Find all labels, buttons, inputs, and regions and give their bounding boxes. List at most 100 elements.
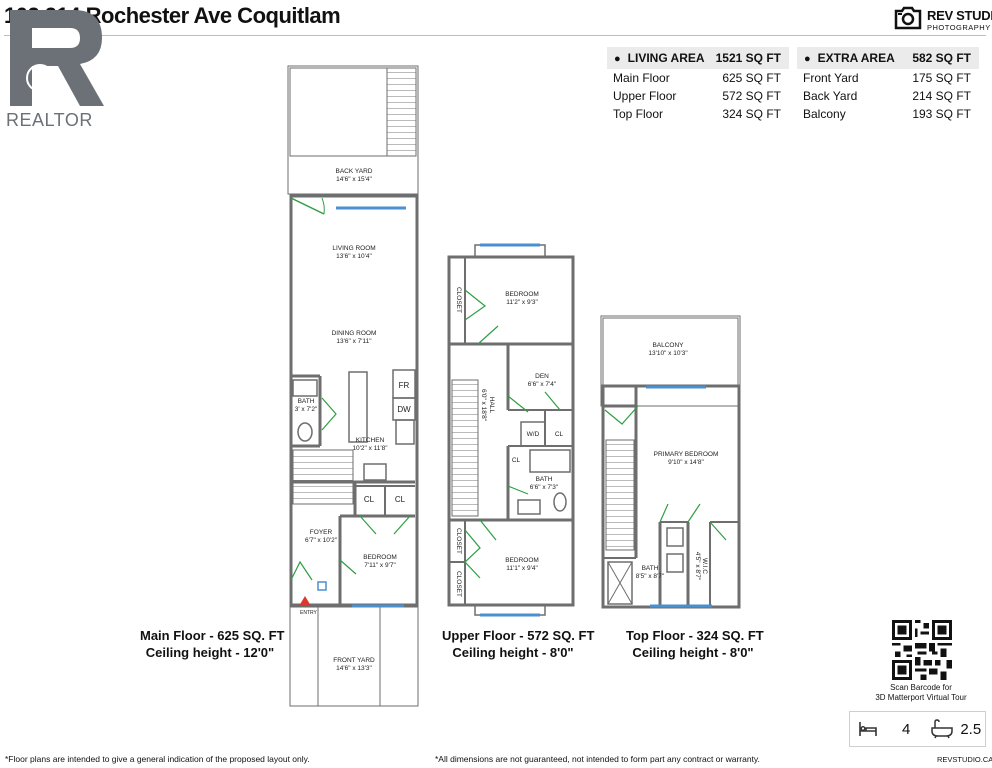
- main-floor-labels: BACK YARD 14'6" x 15'4" LIVING ROOM 13'6…: [295, 168, 411, 672]
- main-stairs: [292, 449, 354, 505]
- qr-caption: Scan Barcode for 3D Matterport Virtual T…: [875, 683, 967, 702]
- back-stairs: [386, 67, 417, 157]
- brand-name: REV STUDIO: [927, 8, 992, 23]
- room-label: DEN: [535, 373, 549, 380]
- upper-stairs: [451, 379, 479, 517]
- front-yard-area: [317, 603, 381, 707]
- room-dims: 7'11" x 9'7": [364, 562, 396, 569]
- dishwasher-label: DW: [397, 405, 411, 414]
- room-label: BALCONY: [652, 342, 684, 349]
- room-label: BACK YARD: [336, 168, 373, 175]
- qr-code-icon[interactable]: [892, 620, 952, 680]
- top-floor-plan: [600, 315, 741, 609]
- compass-north: N: [36, 98, 43, 109]
- toilet: [297, 422, 313, 442]
- room-dims: 13'6" x 7'11": [336, 338, 372, 345]
- room-label: BATH: [642, 565, 659, 572]
- stove: [363, 463, 387, 481]
- room-dims: 14'6" x 15'4": [336, 176, 372, 183]
- room-dims: 6'0" x 18'8": [480, 389, 487, 422]
- sink: [666, 527, 684, 547]
- bath-count: 2.5: [960, 720, 982, 738]
- upper-floor-plan: [447, 243, 575, 617]
- washer-dryer-label: W/D: [527, 431, 540, 438]
- realtor-logo: N REALTOR: [6, 6, 116, 132]
- bathtub-icon: [931, 719, 954, 739]
- closet-label: CL: [395, 495, 406, 504]
- room-label: BEDROOM: [505, 291, 539, 298]
- camera-icon: [894, 6, 922, 30]
- entry-marker: [299, 596, 311, 606]
- realtor-wordmark: REALTOR: [6, 110, 93, 130]
- entry-label: ENTRY: [300, 610, 318, 616]
- sink: [666, 553, 684, 573]
- main-floor-plan: [287, 65, 419, 707]
- room-label: HALL: [488, 397, 495, 414]
- room-dims: 6'6" x 7'4": [528, 381, 557, 388]
- beds-baths-summary: 4 2.5: [849, 711, 986, 747]
- header-divider: [4, 35, 986, 36]
- brand-logo: REV STUDIO PHOTOGRAPHY: [893, 5, 992, 33]
- room-label: FOYER: [310, 529, 333, 536]
- kitchen-sink: [395, 419, 415, 445]
- footer-website[interactable]: REVSTUDIO.CA: [937, 755, 992, 764]
- kitchen-island: [348, 371, 368, 443]
- compass-icon: [26, 64, 54, 92]
- room-dims: 13'6" x 10'4": [336, 253, 372, 260]
- upper-floor-labels: BEDROOM 11'2" x 9'3" CLOSET DEN 6'6" x 7…: [455, 287, 564, 597]
- room-label: DINING ROOM: [332, 330, 377, 337]
- top-floor-labels: BALCONY 13'10" x 10'3" PRIMARY BEDROOM 9…: [636, 342, 719, 581]
- room-label: W.I.C: [701, 558, 708, 574]
- balcony-area: [600, 315, 741, 407]
- room-label: BATH: [536, 476, 553, 483]
- room-label: FRONT YARD: [333, 657, 375, 664]
- top-stairs: [605, 439, 635, 551]
- room-dims: 13'10" x 10'3": [648, 350, 688, 357]
- room-dims: 4'5" x 8'7": [694, 552, 701, 581]
- room-dims: 11'2" x 9'3": [506, 299, 538, 306]
- room-dims: 10'2" x 11'8": [352, 445, 388, 452]
- closet-label: CLOSET: [455, 528, 462, 554]
- bay-window: [474, 244, 546, 258]
- footer-disclaimer-left: *Floor plans are intended to give a gene…: [5, 754, 310, 764]
- sink: [292, 379, 318, 397]
- room-label: BATH: [298, 398, 315, 405]
- living-area-header: ●LIVING AREA 1521 SQ FT: [607, 47, 789, 69]
- closet-label: CL: [555, 431, 564, 438]
- room-dims: 11'1" x 9'4": [506, 565, 538, 572]
- room-label: KITCHEN: [356, 437, 385, 444]
- room-dims: 6'6" x 7'3": [530, 484, 559, 491]
- back-yard-area: [287, 65, 419, 195]
- bed-icon: [859, 722, 877, 736]
- toilet: [553, 492, 567, 512]
- fridge-label: FR: [399, 381, 410, 390]
- footer-disclaimer-center: *All dimensions are not guaranteed, not …: [435, 754, 760, 764]
- realtor-r-icon: N: [10, 10, 104, 109]
- room-dims: 9'10" x 14'8": [668, 459, 704, 466]
- closet-label: CL: [512, 457, 521, 464]
- room-label: PRIMARY BEDROOM: [654, 451, 719, 458]
- room-label: BEDROOM: [505, 557, 539, 564]
- bathtub: [529, 449, 571, 473]
- room-dims: 6'7" x 10'2": [305, 537, 338, 544]
- room-label: LIVING ROOM: [332, 245, 375, 252]
- bed-count: 4: [902, 720, 911, 738]
- brand-subtitle: PHOTOGRAPHY: [927, 23, 991, 32]
- room-label: BEDROOM: [363, 554, 397, 561]
- extra-area-header: ●EXTRA AREA 582 SQ FT: [797, 47, 979, 69]
- room-dims: 3' x 7'2": [295, 406, 318, 413]
- sink: [517, 499, 541, 515]
- room-dims: 14'6" x 13'3": [336, 665, 372, 672]
